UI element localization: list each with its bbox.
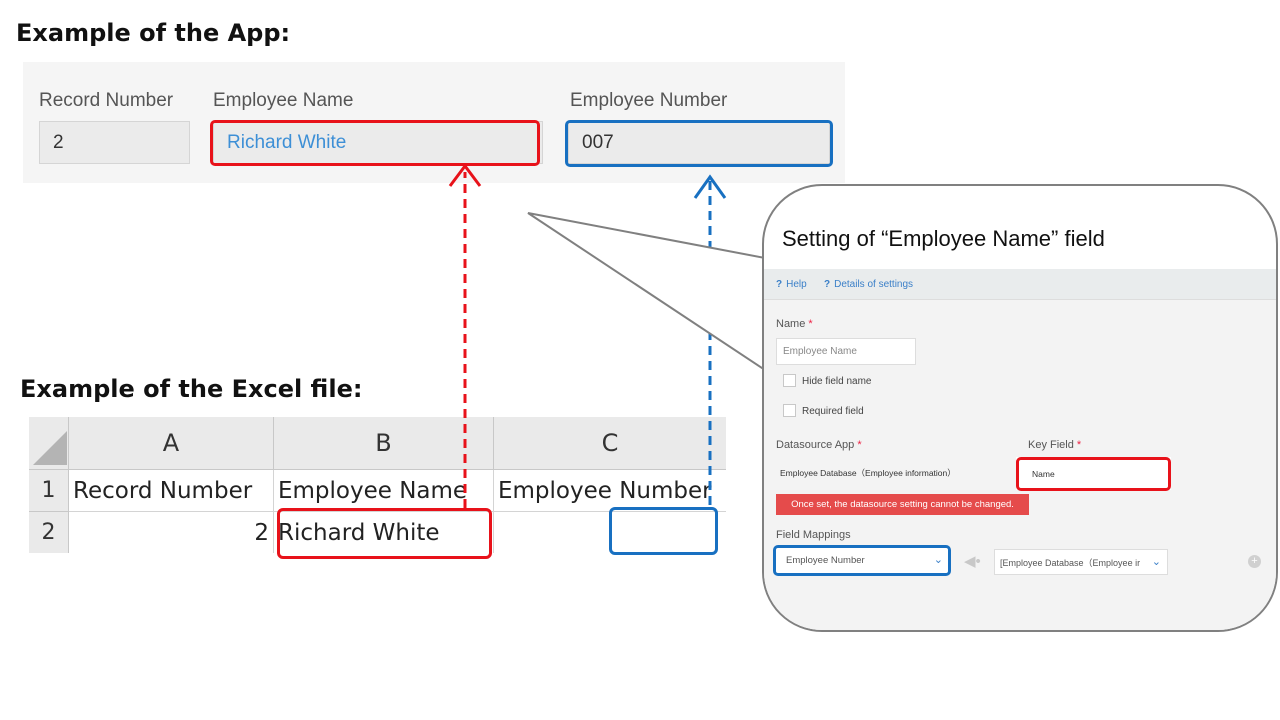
employee-number-label: Employee Number [570, 90, 728, 111]
cell-a1[interactable]: Record Number [69, 470, 274, 512]
select-all-triangle-icon [32, 431, 67, 465]
settings-callout: Setting of “Employee Name” field ? Help … [762, 184, 1278, 632]
key-field-label: Key Field * [1028, 439, 1082, 451]
datasource-label: Datasource App * [776, 439, 862, 451]
key-field-select[interactable]: Name [1016, 457, 1171, 490]
cell-c1[interactable]: Employee Number [494, 470, 726, 512]
app-example-heading: Example of the App: [16, 19, 291, 47]
details-link[interactable]: ? Details of settings [824, 279, 914, 290]
settings-toolbar [764, 269, 1276, 300]
mapping-target-select[interactable]: Employee Number ⌄ [776, 547, 949, 574]
excel-example-heading: Example of the Excel file: [20, 375, 363, 403]
required-field-checkbox[interactable] [783, 404, 796, 417]
excel-number-highlight [609, 507, 718, 555]
row-header-1[interactable]: 1 [29, 470, 69, 512]
employee-number-highlight [565, 120, 833, 167]
help-icon: ? [776, 279, 783, 290]
add-mapping-icon[interactable]: + [1248, 555, 1261, 568]
datasource-value: Employee Database（Employee information） [780, 468, 956, 478]
hide-field-name-label: Hide field name [802, 376, 872, 387]
excel-sheet: A B C 1 2 Record Number Employee Name Em… [29, 417, 726, 553]
callout-title: Setting of “Employee Name” field [782, 226, 1105, 251]
blue-arrowhead-icon [693, 174, 727, 199]
source-chevron-down-icon: ⌄ [1151, 556, 1161, 568]
details-help-icon: ? [824, 279, 831, 290]
column-header-c[interactable]: C [494, 417, 726, 470]
cell-a2[interactable]: 2 [69, 512, 274, 553]
record-number-field: 2 [39, 121, 190, 164]
field-mappings-label: Field Mappings [776, 529, 851, 541]
employee-name-highlight [210, 120, 540, 166]
cell-b1[interactable]: Employee Name [274, 470, 494, 512]
arrow-left-icon: ◀• [964, 553, 981, 570]
row-header-2[interactable]: 2 [29, 512, 69, 553]
record-number-label: Record Number [39, 90, 174, 111]
required-field-label: Required field [802, 406, 864, 417]
callout-pointer [527, 212, 766, 372]
warning-banner: Once set, the datasource setting cannot … [776, 494, 1029, 515]
column-header-a[interactable]: A [69, 417, 274, 470]
name-input[interactable]: Employee Name [776, 338, 916, 365]
chevron-down-icon: ⌄ [933, 554, 943, 566]
select-all-corner[interactable] [29, 417, 69, 470]
employee-name-field[interactable]: Richard White [213, 121, 543, 164]
red-arrowhead-icon [448, 163, 482, 187]
name-label: Name * [776, 318, 813, 330]
employee-name-label: Employee Name [213, 90, 354, 111]
hide-field-name-checkbox[interactable] [783, 374, 796, 387]
column-header-b[interactable]: B [274, 417, 494, 470]
settings-panel: ? Help ? Details of settings Name * Empl… [764, 269, 1276, 630]
mapping-source-select[interactable]: [Employee Database（Employee ir ⌄ [994, 549, 1168, 575]
excel-name-highlight [277, 508, 492, 559]
cell-b2[interactable]: Richard White [274, 512, 494, 553]
mapping-target-highlight [773, 545, 951, 576]
help-link[interactable]: ? Help [776, 279, 807, 290]
key-field-highlight [1016, 457, 1171, 491]
